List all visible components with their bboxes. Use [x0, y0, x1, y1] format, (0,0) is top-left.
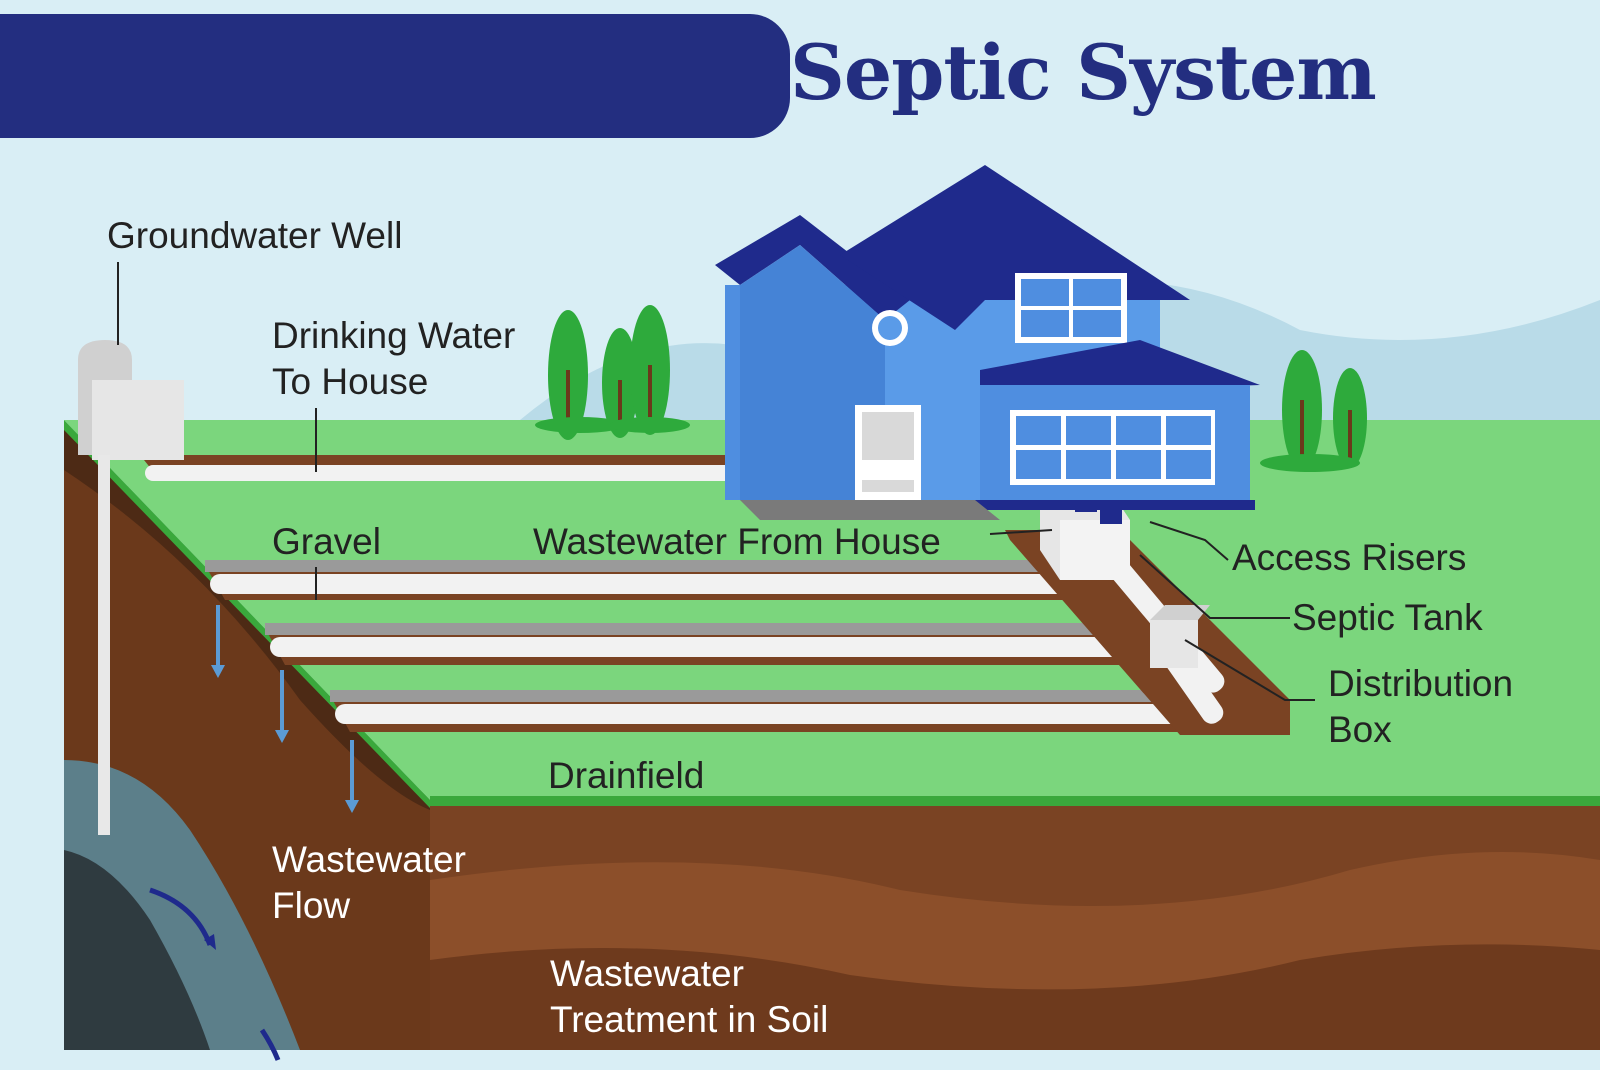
wastewater-flow-arrows: [211, 605, 359, 813]
house: [715, 165, 1260, 520]
label-treatment-line1: Wastewater: [550, 953, 744, 994]
distribution-box: [1150, 605, 1210, 668]
label-septic-tank: Septic Tank: [1292, 597, 1483, 638]
label-treatment-line2: Treatment in Soil: [550, 999, 829, 1040]
label-gravel: Gravel: [272, 521, 381, 562]
label-access-risers: Access Risers: [1232, 537, 1467, 578]
label-drinking-water-line1: Drinking Water: [272, 315, 516, 356]
label-groundwater-well: Groundwater Well: [107, 215, 403, 256]
label-drainfield: Drainfield: [548, 755, 705, 796]
label-wastewater-from-house: Wastewater From House: [533, 521, 941, 562]
label-wastewater-flow-line2: Flow: [272, 885, 351, 926]
leader-lines: [117, 262, 1315, 701]
label-drinking-water-line2: To House: [272, 361, 429, 402]
drain-pipe-3: [335, 704, 1230, 724]
page-title: Septic System: [790, 28, 1377, 117]
drinking-water-pipe: [145, 465, 755, 481]
drain-pipe-2: [270, 637, 1170, 657]
drain-pipe-1: [210, 574, 1110, 594]
label-distribution-line1: Distribution: [1328, 663, 1514, 704]
trees: [535, 305, 1367, 472]
label-distribution-line2: Box: [1328, 709, 1392, 750]
groundwater-well: [78, 340, 184, 835]
title-banner: [0, 14, 790, 138]
label-wastewater-flow-line1: Wastewater: [272, 839, 466, 880]
groundwater-flow-arrow: [149, 887, 213, 946]
